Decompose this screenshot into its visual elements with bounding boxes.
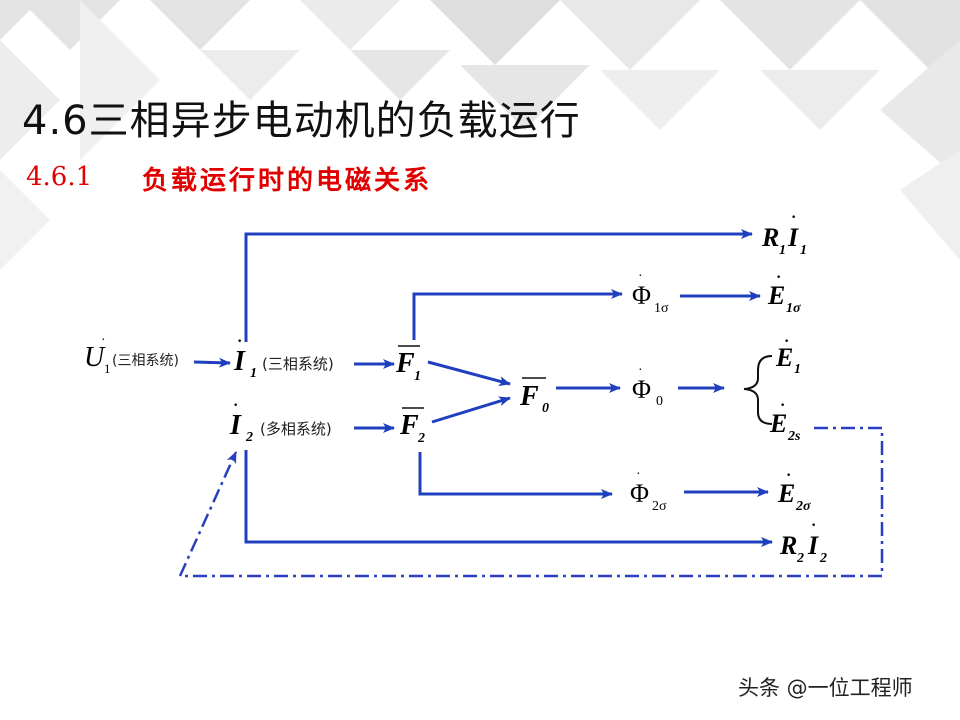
node-phi2s: · Φ 2σ <box>630 467 667 514</box>
edge-i2-r2i2 <box>244 450 773 547</box>
node-r2i2: R 2 · I 2 <box>779 517 827 566</box>
svg-text:(三相系统): (三相系统) <box>262 355 334 373</box>
svg-text:2σ: 2σ <box>795 499 811 514</box>
svg-text:·: · <box>780 397 785 414</box>
svg-text:2s: 2s <box>787 429 801 444</box>
svg-text:·: · <box>233 397 238 414</box>
node-u1: · U 1 (三相系统) <box>84 333 179 376</box>
node-e1: · E 1 <box>775 333 801 377</box>
svg-text:E: E <box>769 409 787 438</box>
node-phi1s: · Φ 1σ <box>632 269 669 316</box>
svg-text:·: · <box>791 209 796 226</box>
svg-text:2: 2 <box>819 551 827 566</box>
edge-f2-phi2s <box>418 452 613 499</box>
svg-text:(三相系统): (三相系统) <box>112 353 179 369</box>
svg-text:1: 1 <box>779 243 786 258</box>
svg-text:R: R <box>779 531 797 560</box>
edge-f2-f0 <box>431 396 511 424</box>
svg-text:2: 2 <box>796 551 804 566</box>
svg-text:Φ: Φ <box>632 375 651 404</box>
svg-text:1: 1 <box>250 366 257 381</box>
svg-text:·: · <box>636 467 641 482</box>
svg-text:F: F <box>395 348 415 379</box>
svg-text:(多相系统): (多相系统) <box>260 420 332 438</box>
svg-text:F: F <box>399 410 419 441</box>
svg-text:·: · <box>237 333 242 350</box>
solid-connections <box>193 229 773 547</box>
svg-text:E: E <box>767 281 785 310</box>
node-phi0: · Φ 0 <box>632 363 663 409</box>
svg-text:1σ: 1σ <box>654 301 669 316</box>
svg-text:2: 2 <box>417 431 425 446</box>
svg-text:1: 1 <box>414 369 421 384</box>
svg-text:I: I <box>787 223 799 252</box>
edge-i1-r1i1 <box>244 229 753 342</box>
node-e1s: · E 1σ <box>767 269 801 316</box>
svg-text:R: R <box>761 223 779 252</box>
svg-text:·: · <box>776 269 781 286</box>
svg-text:·: · <box>101 333 106 348</box>
svg-text:1: 1 <box>794 362 801 377</box>
svg-text:0: 0 <box>656 394 663 409</box>
svg-text:I: I <box>233 346 246 377</box>
svg-text:·: · <box>786 467 791 484</box>
svg-text:2: 2 <box>245 430 253 445</box>
node-f1: F 1 <box>395 345 421 384</box>
svg-text:Φ: Φ <box>630 479 649 508</box>
svg-text:E: E <box>777 479 795 508</box>
svg-text:F: F <box>519 381 539 412</box>
node-r1i1: R 1 · I 1 <box>761 209 807 258</box>
svg-text:·: · <box>638 363 643 378</box>
edge-f1-f0 <box>427 360 511 386</box>
svg-text:·: · <box>638 269 643 284</box>
section-number: 4.6.1 <box>26 162 93 192</box>
brace <box>743 355 773 425</box>
svg-text:I: I <box>807 531 819 560</box>
edge-u1-i1 <box>193 357 231 368</box>
feedback-loop <box>178 426 884 578</box>
svg-text:1: 1 <box>800 243 807 258</box>
node-f0: F 0 <box>519 377 549 416</box>
edge-f1-phi1s <box>412 289 623 340</box>
svg-text:1σ: 1σ <box>786 301 801 316</box>
node-i1: · I 1 (三相系统) <box>233 333 334 381</box>
node-e2sig: · E 2σ <box>777 467 811 514</box>
svg-text:1: 1 <box>104 361 111 376</box>
svg-text:·: · <box>811 517 816 534</box>
section-title: 负载运行时的电磁关系 <box>142 166 433 196</box>
svg-text:U: U <box>84 342 106 373</box>
svg-text:·: · <box>784 333 789 350</box>
node-e2s: · E 2s <box>769 397 801 444</box>
svg-text:2σ: 2σ <box>652 499 667 514</box>
svg-text:0: 0 <box>542 401 549 416</box>
node-i2: · I 2 (多相系统) <box>229 397 332 445</box>
page-title: 4.6三相异步电动机的负载运行 <box>22 98 581 144</box>
watermark: 头条 @一位工程师 <box>738 676 913 700</box>
node-f2: F 2 <box>399 407 425 446</box>
svg-text:Φ: Φ <box>632 281 651 310</box>
svg-text:I: I <box>229 410 242 441</box>
svg-text:E: E <box>775 343 793 372</box>
